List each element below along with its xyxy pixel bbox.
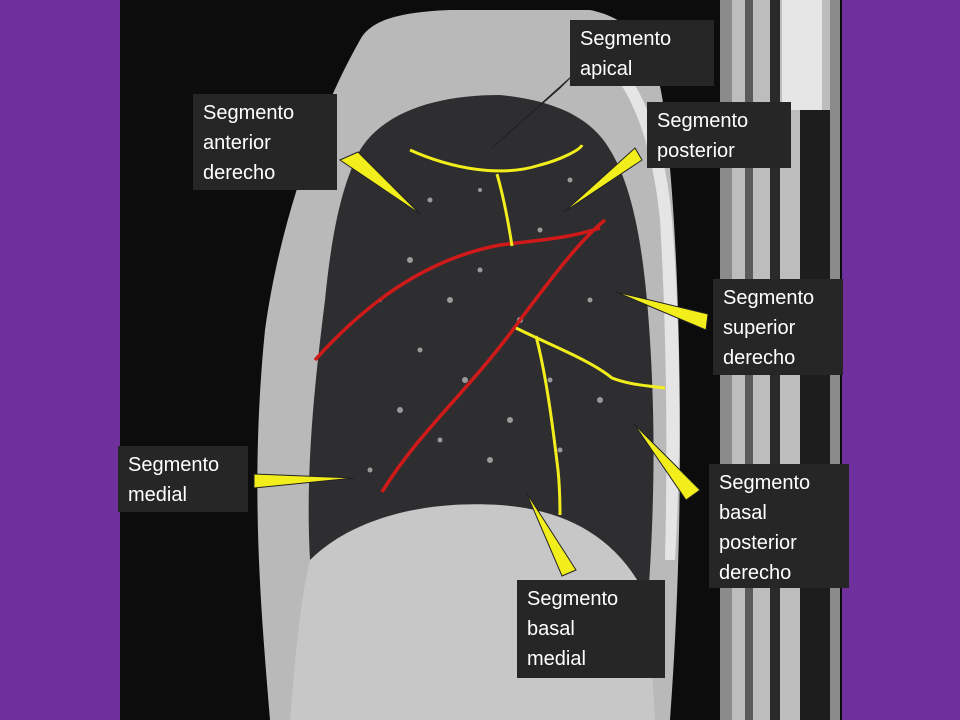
pointer-basal-medial [525, 491, 577, 577]
pointer-medial [253, 473, 355, 489]
fissure-major [380, 218, 607, 493]
pointer-anterior [338, 151, 421, 215]
scanner-bar-dark [800, 110, 830, 720]
label-segmento-superior-derecho: Segmento superior derecho [713, 279, 843, 375]
fissure-minor [313, 226, 601, 362]
pointer-posterior [563, 147, 643, 213]
pointer-apical [491, 75, 573, 149]
posterior-ribs [590, 40, 680, 560]
label-segmento-anterior-derecho: Segmento anterior derecho [193, 94, 337, 190]
label-segmento-basal-posterior-derecho: Segmento basal posterior derecho [709, 464, 849, 588]
scanner-bar-white [782, 0, 822, 110]
boundary-lower-vertical [534, 335, 562, 516]
label-segmento-apical: Segmento apical [570, 20, 714, 86]
label-segmento-basal-medial: Segmento basal medial [517, 580, 665, 678]
boundary-vertical-upper [495, 173, 514, 247]
label-segmento-posterior: Segmento posterior [647, 102, 791, 168]
boundary-lower-posterior [515, 326, 666, 390]
boundary-apical [409, 144, 584, 173]
pointer-superior [615, 291, 709, 331]
label-segmento-medial: Segmento medial [118, 446, 248, 512]
pointer-basal-posterior [633, 423, 701, 501]
